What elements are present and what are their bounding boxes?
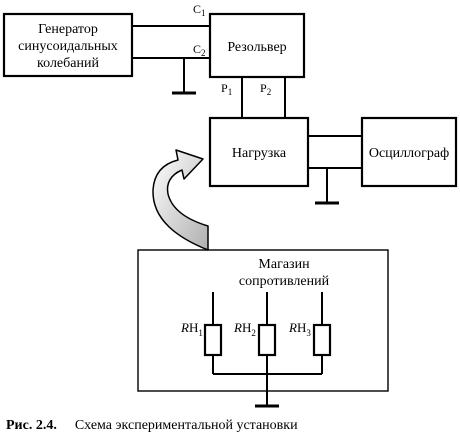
resistor-r2 — [257, 292, 277, 374]
generator-block: Генератор синусоидальных колебаний — [2, 12, 134, 78]
generator-label-line-2: синусоидальных — [18, 39, 118, 54]
resistor-r1-label: RH1 — [180, 320, 203, 338]
curved-arrow-icon — [152, 149, 209, 251]
resolver-label: Резольвер — [227, 40, 286, 55]
figure-caption-label: Рис. 2.4. — [6, 418, 57, 433]
figure-caption: Рис. 2.4. Схема экспериментальной установ… — [6, 418, 298, 434]
oscilloscope-label: Осциллограф — [369, 146, 449, 161]
resolver-block: Резольвер — [208, 12, 306, 79]
resistor-r3 — [312, 292, 332, 374]
resistor-r2-label: RH2 — [233, 320, 256, 338]
generator-label-line-1: Генератор — [38, 22, 98, 37]
experimental-setup-diagram: Генератор синусоидальных колебаний Резол… — [2, 2, 458, 408]
store-label-line-2: сопротивлений — [239, 274, 330, 289]
oscilloscope-block: Осциллограф — [360, 116, 458, 188]
resistor-store-frame — [137, 249, 389, 392]
generator-label-line-3: колебаний — [37, 56, 99, 71]
terminal-p1-label: P1 — [221, 81, 232, 97]
terminal-c2-label: C2 — [193, 42, 206, 58]
store-label-line-1: Магазин — [258, 257, 310, 272]
resistor-r1 — [203, 292, 223, 374]
terminal-c1-label: C1 — [193, 2, 206, 18]
load-label: Нагрузка — [232, 146, 287, 161]
figure-caption-title: Схема экспериментальной установки — [74, 418, 298, 433]
load-block: Нагрузка — [208, 116, 310, 188]
terminal-p2-label: P2 — [260, 81, 271, 97]
resistor-r3-label: RH3 — [288, 320, 311, 338]
